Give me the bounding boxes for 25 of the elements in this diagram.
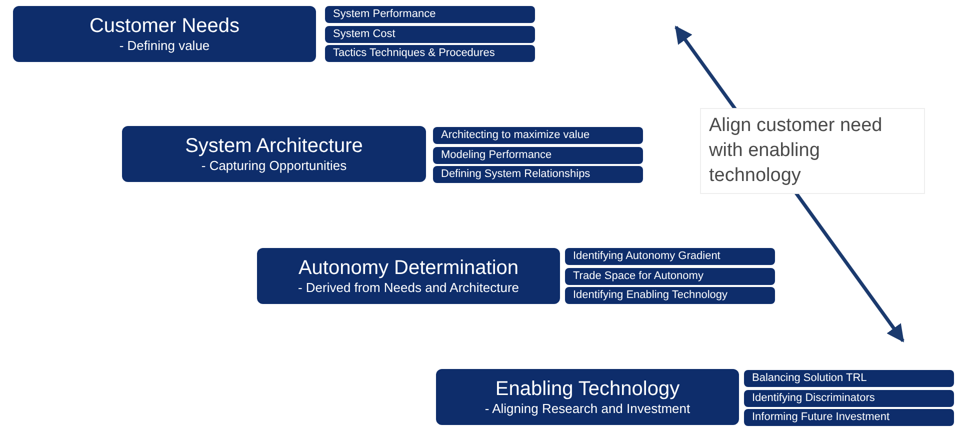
stage-title: System Architecture — [185, 134, 363, 158]
stage-box — [122, 126, 426, 182]
activity-box: Identifying Autonomy Gradient — [565, 248, 775, 265]
activity-box: Trade Space for Autonomy — [565, 268, 775, 285]
stage-subtitle: - Capturing Opportunities — [201, 158, 347, 174]
activity-box: System Performance — [325, 6, 535, 23]
stage-title: Customer Needs — [89, 14, 240, 38]
activity-box: Informing Future Investment — [744, 409, 954, 426]
stage-box — [436, 369, 739, 425]
stage-box — [13, 6, 316, 62]
activity-box: Identifying Discriminators — [744, 390, 954, 407]
note-box: Align customer need with enabling technology — [700, 108, 925, 194]
stage-title: Autonomy Determination — [298, 256, 519, 280]
stage-title: Enabling Technology — [495, 377, 680, 401]
activity-box: Defining System Relationships — [433, 166, 643, 183]
stage-subtitle: - Aligning Research and Investment — [484, 401, 690, 417]
activity-box: System Cost — [325, 26, 535, 43]
stage-box — [257, 248, 560, 304]
activity-box: Modeling Performance — [433, 147, 643, 164]
stage-subtitle: - Derived from Needs and Architecture — [298, 280, 520, 296]
activity-box: Architecting to maximize value — [433, 127, 643, 144]
activity-box: Identifying Enabling Technology — [565, 287, 775, 304]
stage-subtitle: - Defining value — [119, 38, 210, 54]
activity-box: Tactics Techniques & Procedures — [325, 45, 535, 62]
activity-box: Balancing Solution TRL — [744, 370, 954, 387]
